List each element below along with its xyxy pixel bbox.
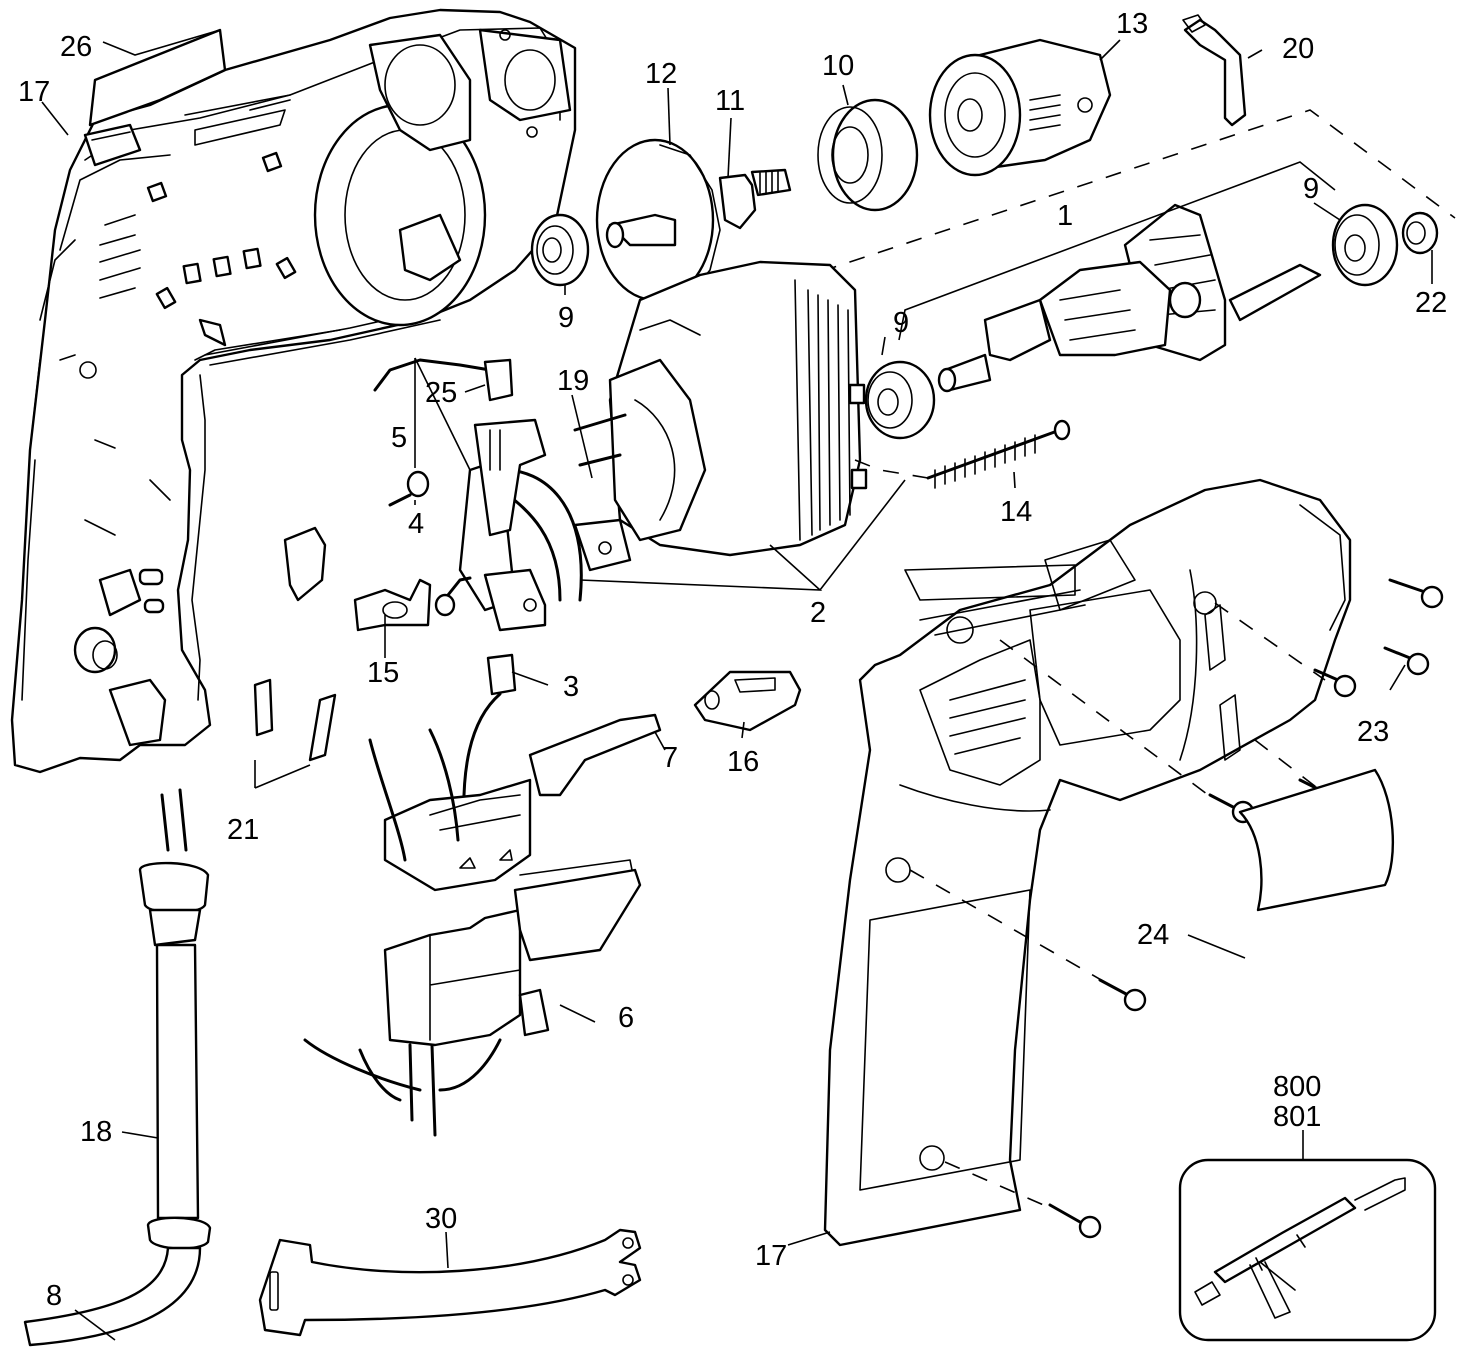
screw-axis-line	[999, 639, 1216, 801]
callout-1: 1	[1057, 200, 1073, 232]
callout-30: 30	[425, 1203, 457, 1235]
chuck-13	[928, 38, 1112, 177]
terminals-21	[253, 678, 337, 762]
wire-strap-30	[258, 1228, 642, 1337]
callout-800: 800	[1273, 1071, 1321, 1103]
callout-5: 5	[391, 422, 407, 454]
callout-10: 10	[822, 50, 854, 82]
bearing-9-right	[1331, 203, 1399, 287]
label-24	[1238, 768, 1395, 912]
screw-axis-line	[1214, 602, 1326, 681]
callout-17-right: 17	[755, 1240, 787, 1272]
brush-15	[353, 578, 432, 632]
bearing-22	[1401, 211, 1439, 255]
callout-9-center: 9	[893, 307, 909, 339]
cord-8	[23, 1246, 202, 1347]
callout-19: 19	[557, 365, 589, 397]
screw	[1098, 978, 1147, 1012]
lead-wire-19	[573, 413, 627, 467]
callout-25: 25	[425, 377, 457, 409]
callout-20: 20	[1282, 33, 1314, 65]
screw	[1388, 578, 1444, 609]
callout-24: 24	[1137, 919, 1169, 951]
chuck-key-20	[1182, 14, 1247, 127]
callout-14: 14	[1000, 496, 1032, 528]
spindle-11	[718, 168, 792, 230]
gear-12	[595, 138, 721, 302]
switch-6-lower	[303, 859, 642, 1137]
callout-8: 8	[46, 1280, 62, 1312]
screw-axis-line	[1254, 739, 1321, 791]
leader-lines	[41, 29, 1433, 1341]
screw-axis-line	[909, 869, 1111, 986]
connector-25	[373, 358, 514, 402]
switch-button-16	[693, 670, 802, 732]
switch-6-upper	[368, 728, 532, 892]
callout-15: 15	[367, 657, 399, 689]
callout-9-left: 9	[558, 302, 574, 334]
callout-13: 13	[1116, 8, 1148, 40]
bearing-10	[817, 98, 919, 212]
callout-26: 26	[60, 31, 92, 63]
brush-holder-5	[458, 418, 632, 632]
callout-12: 12	[645, 58, 677, 90]
callout-6: 6	[618, 1002, 634, 1034]
screw	[1313, 668, 1357, 698]
housing-right-half	[823, 478, 1352, 1247]
callout-801: 801	[1273, 1101, 1321, 1133]
brush-clip-left	[283, 526, 327, 602]
axis-line-upper	[649, 109, 1456, 329]
brush-spring-4	[388, 470, 430, 507]
callout-17-left: 17	[18, 76, 50, 108]
callout-labels: 26 17 12 11 10 13 20 9 1 9 9 22 25 19 5 …	[18, 8, 1447, 1312]
callout-4: 4	[408, 508, 424, 540]
brush-spring-lower	[434, 576, 472, 617]
callout-9-right: 9	[1303, 173, 1319, 205]
housing-left-half	[10, 8, 577, 774]
callout-18: 18	[80, 1116, 112, 1148]
callout-3: 3	[563, 671, 579, 703]
screw	[1048, 1203, 1102, 1239]
callout-21: 21	[227, 814, 259, 846]
bearing-9-center	[864, 360, 936, 440]
field-assembly-2	[608, 260, 868, 557]
callout-16: 16	[727, 746, 759, 778]
callout-2: 2	[810, 597, 826, 629]
callout-23: 23	[1357, 716, 1389, 748]
callout-22: 22	[1415, 287, 1447, 319]
cord-protector-18	[138, 788, 212, 1250]
screw	[1383, 646, 1430, 676]
field-screw-14	[854, 419, 1071, 489]
callout-7: 7	[662, 742, 678, 774]
callout-11: 11	[715, 85, 745, 117]
glue-gun-accessory-box	[1178, 1158, 1437, 1342]
bearing-9-left	[530, 213, 590, 287]
armature-1	[937, 203, 1322, 393]
reversing-lever-7	[528, 713, 662, 797]
screw-axis-line	[944, 1161, 1056, 1211]
